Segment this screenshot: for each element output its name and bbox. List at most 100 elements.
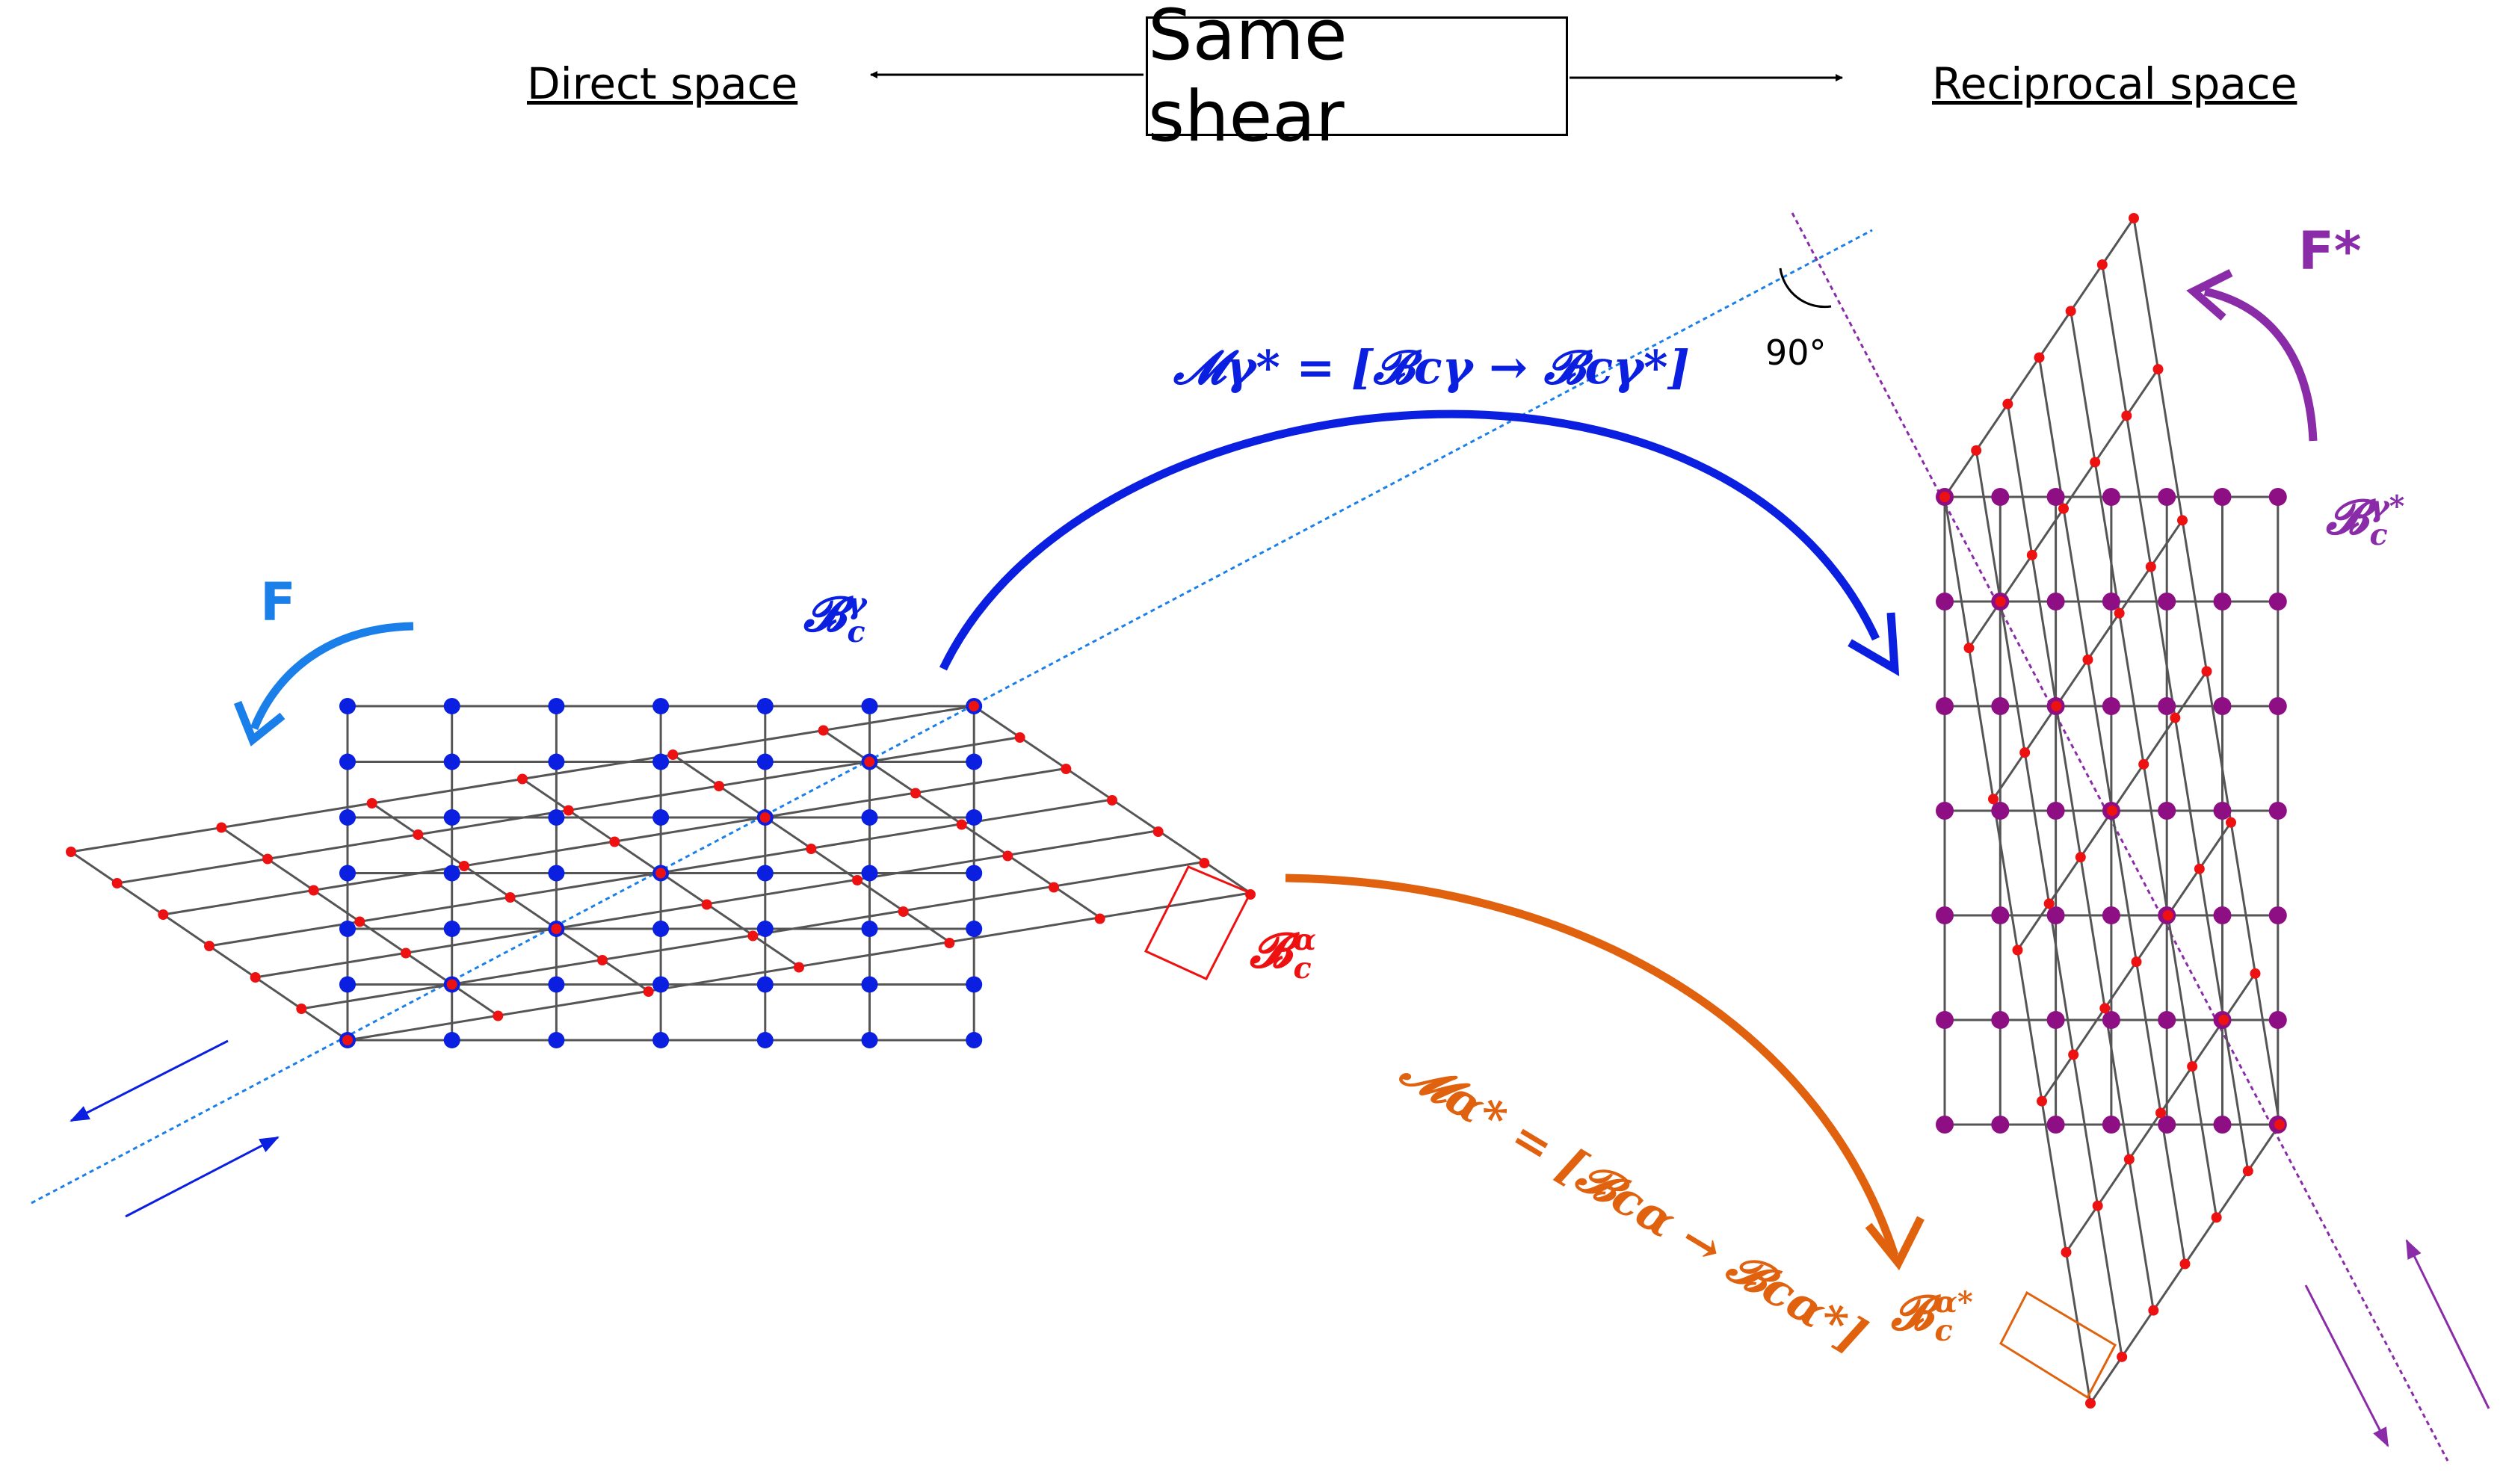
alpha-lattice-point: [609, 836, 620, 847]
alpha-star-lattice-point: [2117, 1351, 2128, 1362]
F-star-rotation-arrow: [2203, 287, 2318, 442]
gamma-star-lattice-point: [1991, 1011, 2010, 1029]
gamma-lattice-point: [652, 698, 670, 714]
alpha-lattice-point: [910, 788, 921, 799]
gamma-star-lattice-point: [2102, 1116, 2120, 1134]
basis-alpha-star-sup: α*: [1934, 1284, 1973, 1320]
alpha-lattice-point: [667, 749, 679, 760]
basis-alpha-sup: α: [1293, 922, 1316, 957]
gamma-star-lattice-point: [1936, 1116, 1954, 1134]
alpha-star-lattice-point: [1988, 794, 1999, 805]
gamma-star-lattice-point: [1936, 802, 1954, 820]
gamma-lattice-point: [548, 976, 565, 993]
alpha-star-lattice-point: [2092, 1200, 2103, 1211]
gamma-star-lattice-point: [2213, 488, 2232, 506]
gamma-star-lattice-point: [2102, 906, 2120, 924]
alpha-lattice-point: [366, 798, 377, 809]
basis-gamma-star-sup: γ*: [2369, 489, 2405, 524]
shear-plane-normal-reciprocal: [1791, 212, 2449, 1462]
alpha-unit-cell: [1144, 865, 1253, 980]
gamma-lattice-point: [443, 1032, 460, 1048]
alpha-star-lattice-point: [2121, 410, 2132, 421]
gamma-star-lattice-point: [2268, 802, 2287, 820]
F-rotation-arrow: [250, 622, 414, 731]
gamma-lattice-point: [548, 753, 565, 770]
gamma-star-lattice-point: [2046, 488, 2065, 506]
alpha-star-lattice-point: [2012, 944, 2023, 956]
alpha-lattice-point: [308, 885, 319, 896]
alpha-lattice-point: [1061, 764, 1072, 774]
gamma-lattice-point: [756, 921, 774, 937]
alpha-lattice-point: [459, 861, 469, 871]
gamma-lattice-point: [861, 1032, 878, 1048]
gamma-lattice-point: [548, 698, 565, 714]
alpha-star-lattice-point: [2061, 1246, 2072, 1258]
alpha-lattice-point: [898, 906, 909, 917]
alpha-lattice-point: [714, 781, 724, 791]
alpha-lattice-point: [563, 805, 574, 816]
alpha-star-lattice-point: [2226, 817, 2236, 828]
alpha-star-lattice-point: [2211, 1212, 2222, 1223]
alpha-star-lattice-point: [2051, 701, 2062, 711]
gamma-lattice-point: [966, 976, 983, 993]
alpha-lattice-point: [969, 701, 979, 711]
mapping-arrow-gamma: [939, 409, 1880, 671]
gamma-lattice-point: [652, 921, 670, 937]
basis-gamma-sub: c: [847, 614, 865, 649]
alpha-star-lattice-point: [2090, 457, 2101, 468]
gamma-star-lattice-point: [2046, 1116, 2065, 1134]
gamma-lattice-point: [548, 809, 565, 826]
alpha-lattice-point: [956, 819, 967, 830]
mapping-arrow-alpha-head: [1865, 1216, 1925, 1271]
alpha-lattice-point: [701, 899, 712, 910]
alpha-lattice-point: [401, 947, 411, 959]
alpha-star-lattice-point: [2034, 352, 2045, 363]
gamma-lattice-point: [756, 698, 774, 714]
alpha-lattice-point: [250, 972, 261, 983]
alpha-star-lattice-point: [2019, 747, 2031, 758]
alpha-lattice-point: [111, 878, 123, 888]
gamma-lattice-point: [861, 865, 878, 882]
F-star-label: F*: [2298, 220, 2362, 282]
alpha-lattice-point: [66, 847, 76, 857]
alpha-lattice-point: [204, 941, 215, 951]
alpha-star-lattice-point: [2218, 1015, 2229, 1025]
gamma-lattice-point: [861, 698, 878, 714]
shear-arrow-down: [2304, 1284, 2389, 1447]
right-angle-arc: [1779, 268, 1832, 309]
mapping-arrow-alpha: [1285, 874, 1899, 1257]
gamma-lattice-point: [443, 753, 460, 770]
alpha-lattice-point: [794, 962, 804, 973]
alpha-star-lattice-point: [2242, 1166, 2253, 1177]
alpha-star-lattice-point: [2201, 666, 2212, 677]
alpha-lattice-point: [1002, 850, 1013, 862]
alpha-star-lattice-point: [2155, 1107, 2166, 1119]
gamma-star-lattice-point: [2213, 802, 2232, 820]
alpha-star-lattice-point: [2058, 503, 2069, 514]
alpha-lattice-point: [551, 924, 562, 934]
gamma-star-lattice-point: [1936, 697, 1954, 715]
gamma-star-lattice-point: [2213, 1116, 2232, 1134]
alpha-star-lattice-point: [2131, 956, 2142, 968]
basis-alpha-sub: c: [1293, 950, 1312, 986]
alpha-lattice-point: [354, 916, 365, 927]
basis-gamma-base: 𝓑: [803, 587, 846, 643]
same-shear-box: Same shear: [1146, 0, 1568, 158]
alpha-lattice-point: [504, 892, 516, 903]
gamma-lattice-point: [339, 865, 356, 882]
same-shear-label: Same shear: [1148, 0, 1348, 158]
gamma-star-lattice-point: [2213, 593, 2232, 610]
gamma-star-lattice-point: [2046, 1011, 2065, 1029]
alpha-lattice-point: [806, 844, 817, 854]
alpha-lattice-point: [747, 930, 759, 942]
gamma-star-lattice-point: [1991, 488, 2010, 506]
gamma-lattice-point: [443, 809, 460, 826]
ninety-degree-label: 90°: [1765, 333, 1827, 373]
basis-alpha-star-sub: c: [1934, 1313, 1953, 1348]
gamma-star-lattice-point: [2158, 593, 2176, 610]
alpha-lattice-point: [158, 909, 169, 920]
alpha-lattice-point: [852, 875, 862, 885]
alpha-lattice-point: [643, 986, 654, 997]
